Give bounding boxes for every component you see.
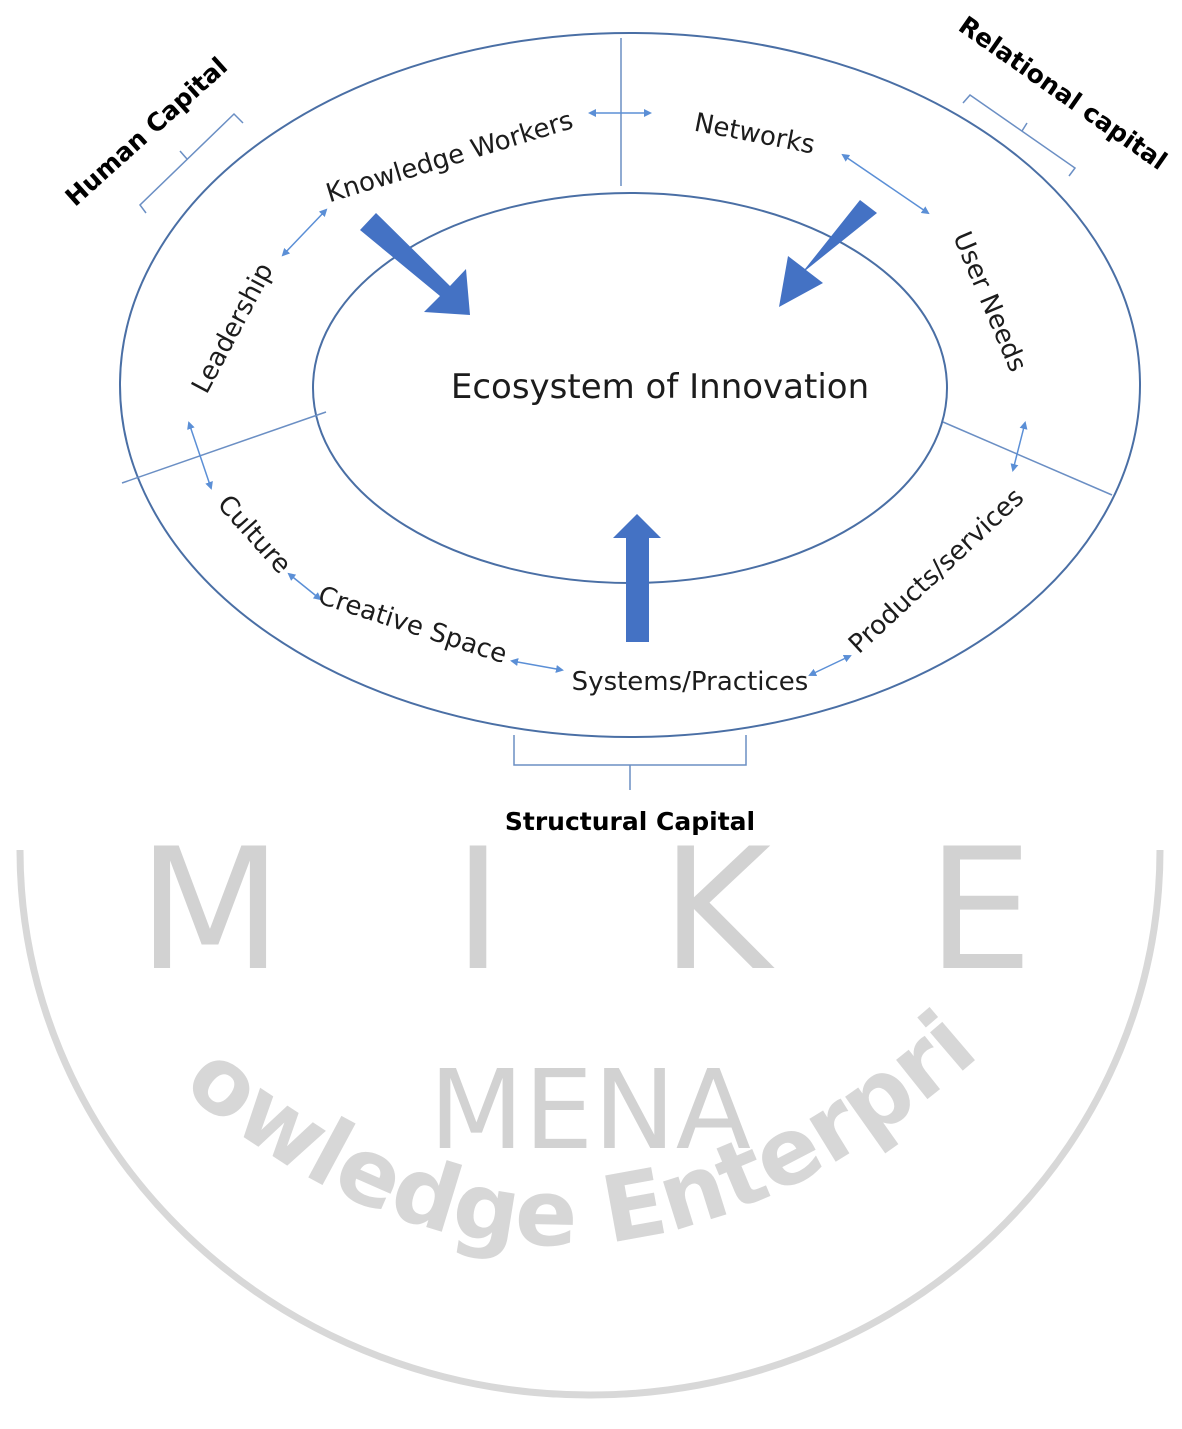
bracket-human-capital — [139, 112, 244, 214]
arrow-leadership-knowledge — [281, 208, 328, 257]
node-creative-space: Creative Space — [314, 581, 510, 670]
label-relational-capital: Relational capital — [953, 10, 1172, 175]
node-knowledge-workers: Knowledge Workers — [323, 106, 577, 210]
arrow-leadership-culture — [187, 421, 213, 490]
bracket-relational-capital — [962, 94, 1077, 177]
arrow-systems-products — [808, 654, 852, 677]
arrow-networks-userneeds — [841, 153, 930, 215]
watermark-letter-k: K — [661, 812, 775, 1008]
arrow-creative-systems — [510, 658, 564, 673]
arrow-products-userneeds — [1010, 421, 1028, 472]
watermark-region: MENA — [429, 1046, 751, 1174]
bracket-structural-capital — [513, 735, 747, 790]
node-networks: Networks — [692, 108, 818, 161]
arrow-culture-creative — [287, 572, 322, 601]
node-user-needs: User Needs — [946, 227, 1032, 376]
small-arrows — [187, 109, 1028, 677]
watermark-circle-arc — [16, 849, 1164, 1399]
divider-left — [121, 411, 327, 484]
node-culture: Culture — [211, 489, 297, 579]
watermark-letter-m: M — [138, 812, 283, 1008]
outer-ring — [119, 32, 1141, 738]
watermark-letter-i: I — [453, 812, 503, 1008]
brackets — [139, 94, 1077, 790]
node-systems-practices: Systems/Practices — [572, 667, 809, 697]
label-structural-capital: Structural Capital — [505, 807, 755, 836]
arrow-human-to-center — [360, 213, 470, 315]
watermark: M I K E MENA Knowledge Enterprise — [0, 0, 1164, 1399]
arrow-structural-to-center — [613, 514, 661, 642]
watermark-letter-e: E — [927, 812, 1033, 1008]
center-label: Ecosystem of Innovation — [451, 367, 869, 407]
node-products-services: Products/services — [843, 483, 1030, 660]
big-arrows — [360, 200, 877, 642]
node-leadership: Leadership — [186, 258, 280, 398]
divider-right — [942, 421, 1113, 496]
arrow-relational-to-center — [779, 200, 877, 307]
